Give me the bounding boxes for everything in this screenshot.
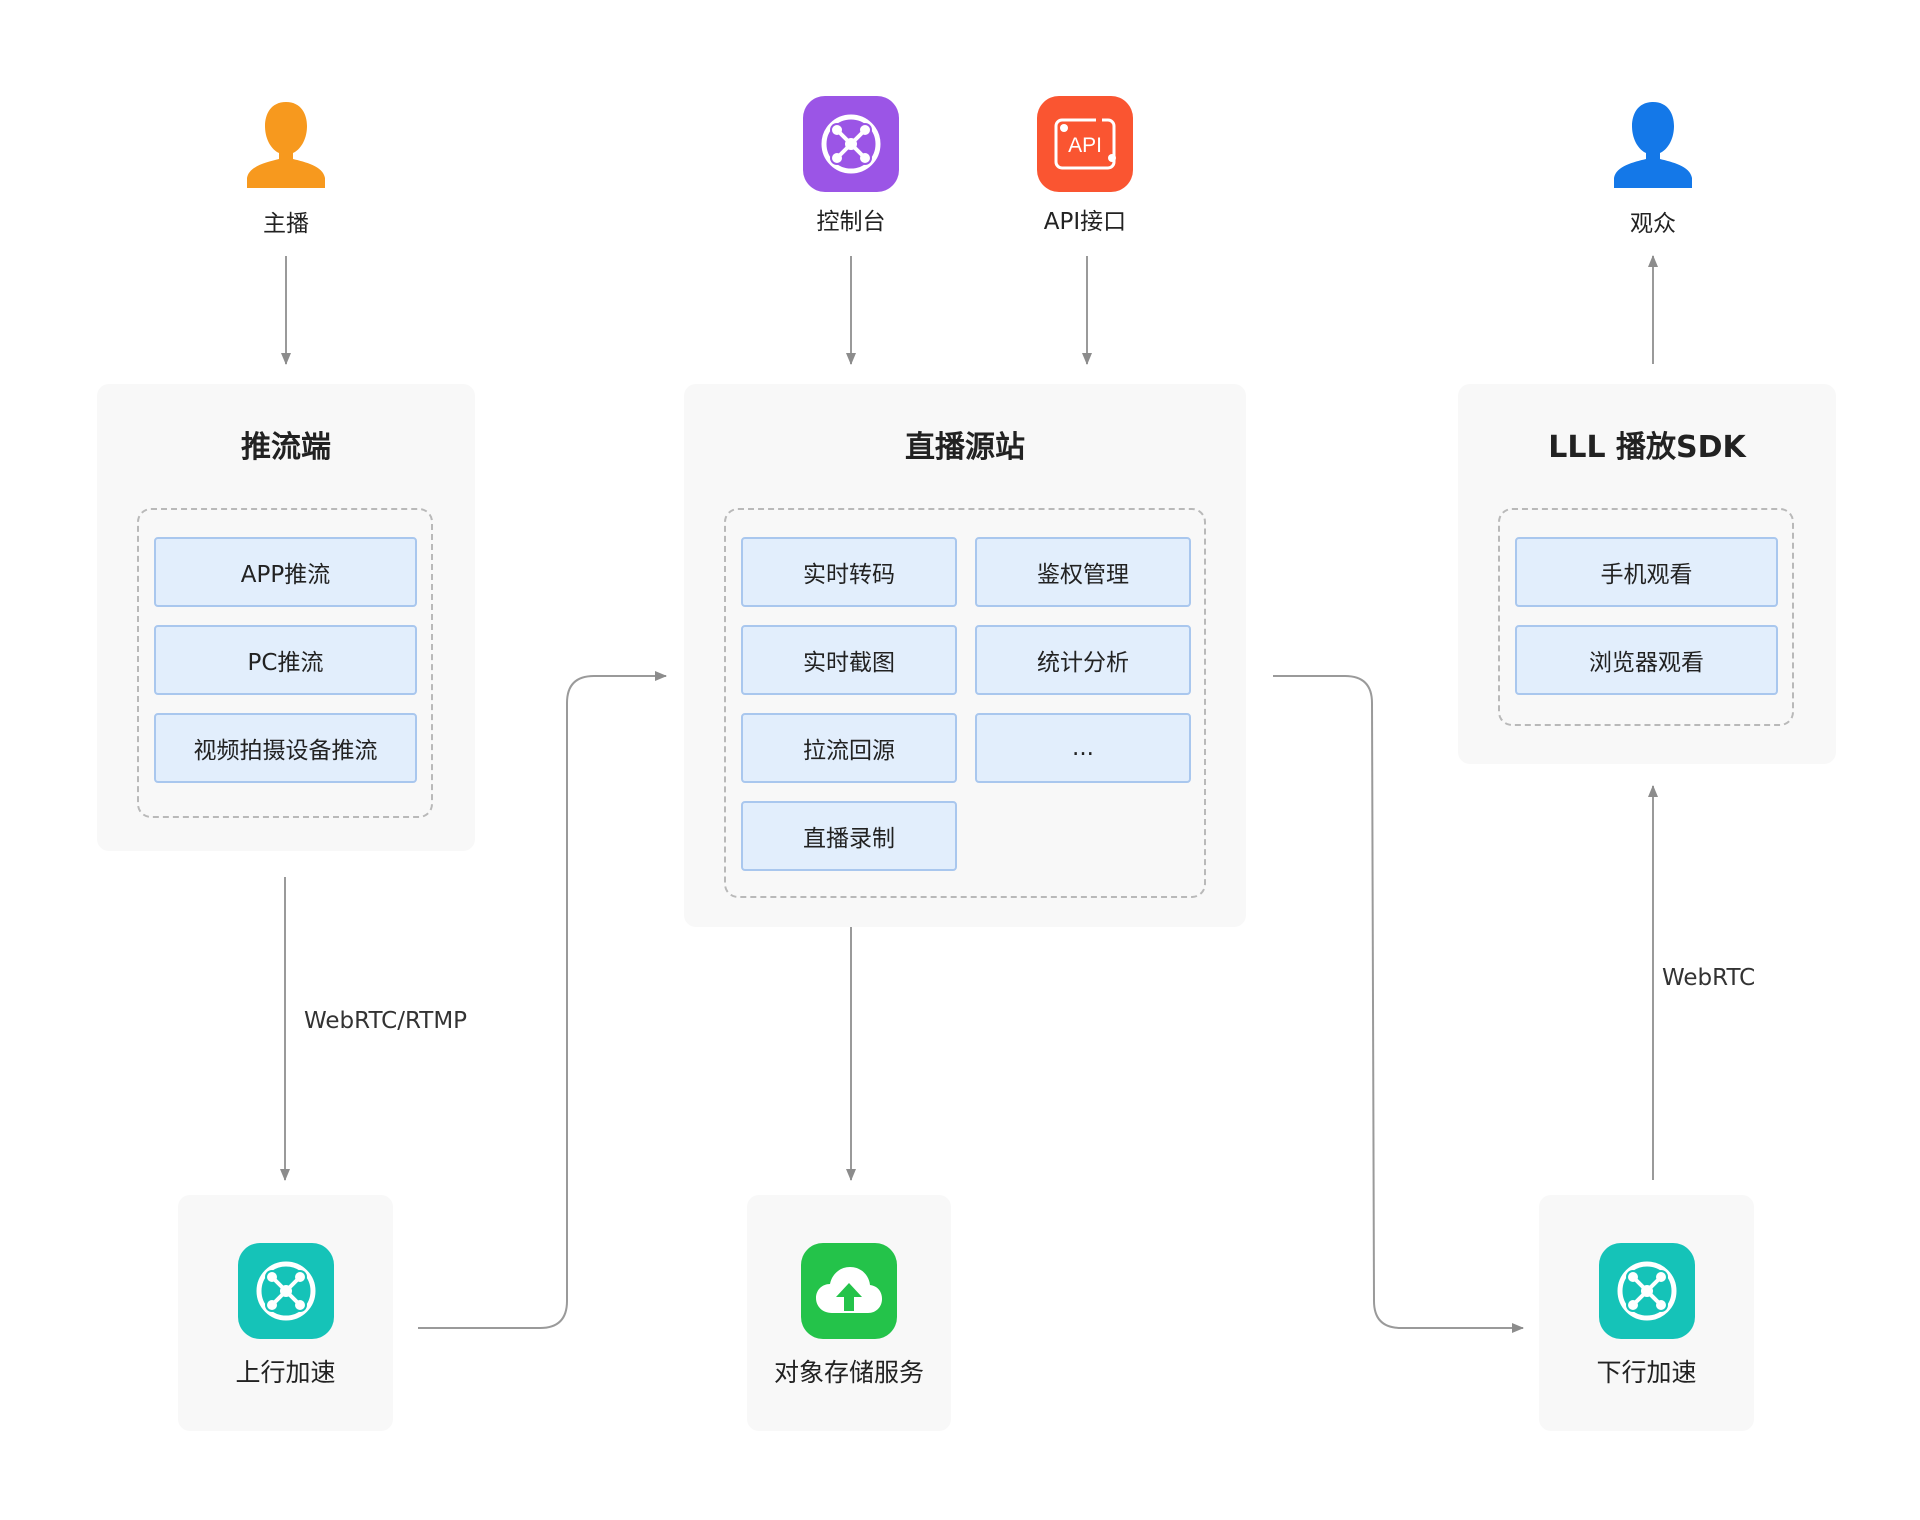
console-app-icon: [803, 96, 899, 192]
sdk-panel: LLL 播放SDK 手机观看 浏览器观看: [1458, 384, 1836, 764]
sdk-playback-group: 手机观看 浏览器观看: [1498, 508, 1794, 726]
user-icon: [1614, 102, 1692, 188]
push-item-camera[interactable]: 视频拍摄设备推流: [154, 713, 417, 783]
api-app-icon: API: [1037, 96, 1133, 192]
actor-anchor-label: 主播: [263, 211, 309, 237]
push-panel-title: 推流端: [241, 430, 331, 465]
origin-item-analytics[interactable]: 统计分析: [975, 625, 1191, 695]
arrow-origin-to-downstream: [1273, 675, 1524, 1333]
origin-item-pull-source[interactable]: 拉流回源: [741, 713, 957, 783]
api-icon: API: [1054, 118, 1116, 170]
api-icon-text: API: [1068, 134, 1102, 157]
arrow-upstream-to-origin: [418, 671, 667, 1329]
downstream-app-icon: [1598, 1243, 1695, 1339]
origin-feature-group: 实时转码 鉴权管理 实时截图 统计分析 拉流回源 ... 直播录制: [724, 508, 1206, 898]
origin-panel: 直播源站 实时转码 鉴权管理 实时截图 统计分析 拉流回源 ... 直播录制: [684, 384, 1246, 927]
push-method-group: APP推流 PC推流 视频拍摄设备推流: [137, 508, 433, 818]
actor-api-label: API接口: [1043, 209, 1127, 235]
origin-item-recording[interactable]: 直播录制: [741, 801, 957, 871]
push-panel: 推流端 APP推流 PC推流 视频拍摄设备推流: [97, 384, 475, 851]
play-protocol-label: WebRTC: [1662, 965, 1756, 991]
upstream-node[interactable]: 上行加速: [178, 1195, 393, 1431]
sdk-panel-title: LLL 播放SDK: [1548, 430, 1746, 465]
storage-node[interactable]: 对象存储服务: [747, 1195, 951, 1431]
actor-console-label: 控制台: [816, 209, 886, 235]
cloud-upload-icon: [816, 1267, 882, 1313]
push-item-app[interactable]: APP推流: [154, 537, 417, 607]
origin-item-auth[interactable]: 鉴权管理: [975, 537, 1191, 607]
origin-item-transcode[interactable]: 实时转码: [741, 537, 957, 607]
actor-audience-label: 观众: [1630, 211, 1676, 237]
user-icon: [247, 102, 325, 188]
origin-item-more[interactable]: ...: [975, 713, 1191, 783]
sdk-item-browser[interactable]: 浏览器观看: [1515, 625, 1778, 695]
upstream-app-icon: [237, 1243, 334, 1339]
downstream-node[interactable]: 下行加速: [1539, 1195, 1754, 1431]
origin-item-screenshot[interactable]: 实时截图: [741, 625, 957, 695]
storage-node-label: 对象存储服务: [773, 1358, 924, 1387]
storage-app-icon: [801, 1243, 897, 1339]
downstream-node-label: 下行加速: [1596, 1358, 1697, 1387]
push-item-pc[interactable]: PC推流: [154, 625, 417, 695]
actor-api[interactable]: API API接口: [1005, 96, 1165, 236]
actor-console[interactable]: 控制台: [771, 96, 931, 236]
origin-panel-title: 直播源站: [905, 430, 1025, 465]
push-protocol-label: WebRTC/RTMP: [304, 1008, 468, 1034]
actor-audience: 观众: [1573, 98, 1733, 238]
network-hub-icon: [256, 1261, 315, 1321]
sdk-item-mobile[interactable]: 手机观看: [1515, 537, 1778, 607]
upstream-node-label: 上行加速: [235, 1358, 336, 1387]
network-hub-icon: [821, 114, 881, 174]
network-hub-icon: [1617, 1261, 1676, 1321]
actor-anchor: 主播: [206, 98, 366, 238]
